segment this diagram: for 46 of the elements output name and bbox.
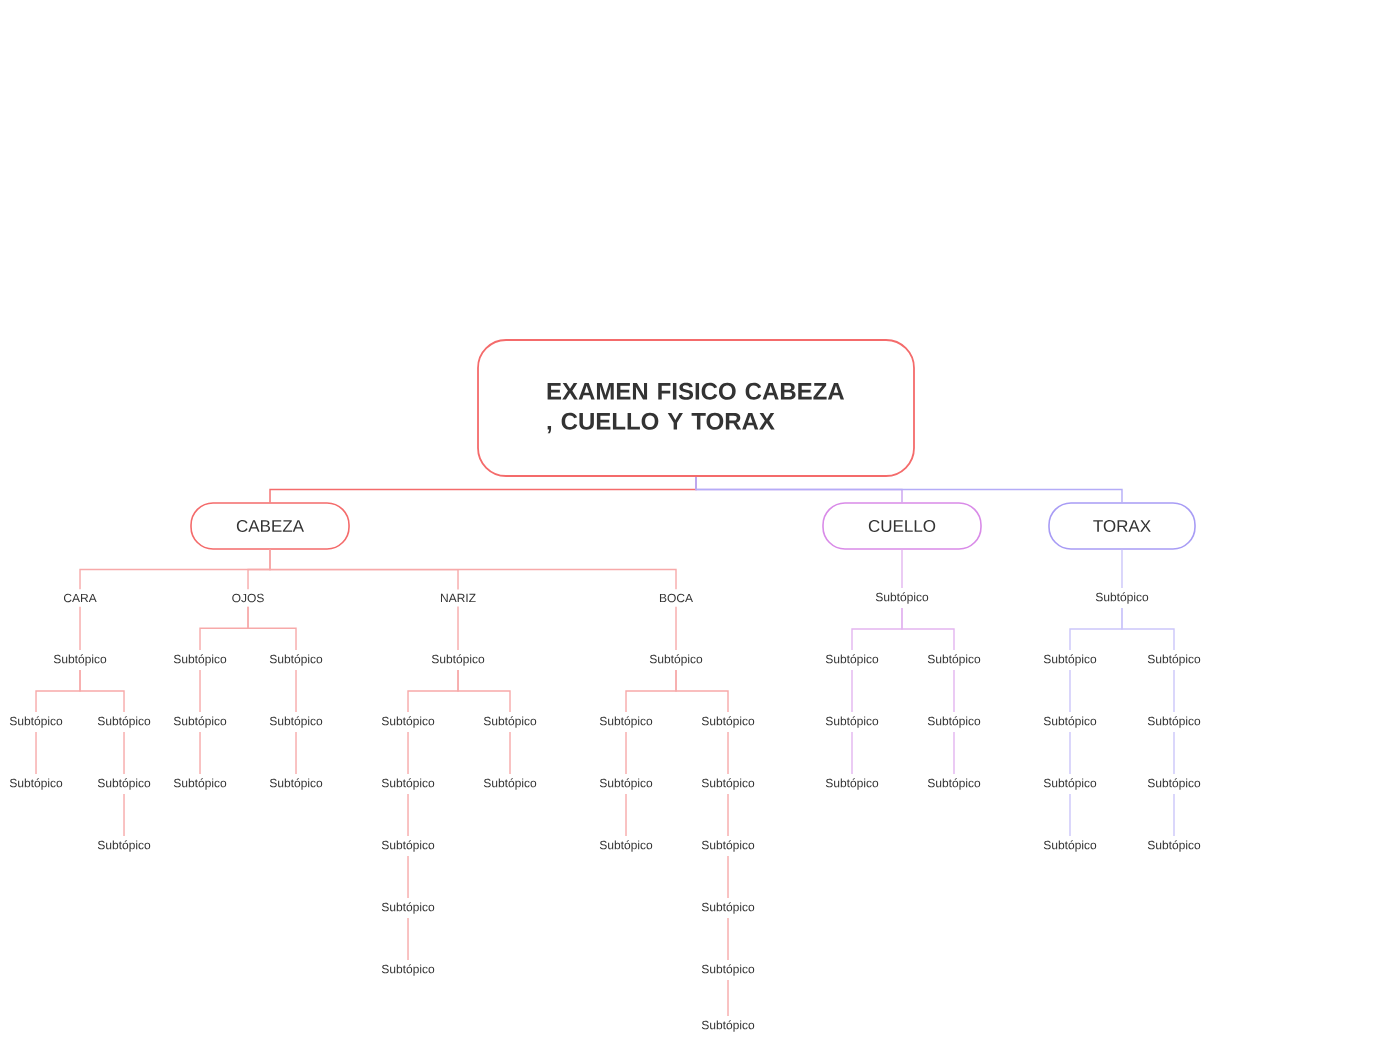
connector-line bbox=[953, 669, 955, 713]
connector-line bbox=[79, 669, 125, 713]
connector-line bbox=[1121, 549, 1123, 589]
connector-line bbox=[407, 731, 409, 775]
connector-line bbox=[79, 605, 81, 651]
connector-line bbox=[407, 793, 409, 837]
connector-line bbox=[295, 731, 297, 775]
connector-line bbox=[457, 605, 459, 651]
connector-line bbox=[407, 855, 409, 899]
subtopic-box: CABEZA bbox=[190, 502, 350, 550]
connector-line bbox=[295, 669, 297, 713]
connector-line bbox=[1121, 607, 1175, 651]
connector-line bbox=[727, 793, 729, 837]
connector-line bbox=[199, 669, 201, 713]
connector-line bbox=[727, 731, 729, 775]
connector-line bbox=[1173, 793, 1175, 837]
connector-line bbox=[625, 793, 627, 837]
connector-line bbox=[407, 917, 409, 961]
connector-line bbox=[35, 731, 37, 775]
connector-line bbox=[727, 979, 729, 1017]
connector-line bbox=[675, 605, 677, 651]
connector-line bbox=[675, 669, 729, 713]
connector-line bbox=[1069, 793, 1071, 837]
connector-line bbox=[953, 731, 955, 775]
connector-line bbox=[509, 731, 511, 775]
connector-line bbox=[457, 669, 511, 713]
topic-box: EXAMEN FISICO CABEZA , CUELLO Y TORAX bbox=[477, 339, 915, 477]
subtopic-box: TORAX bbox=[1048, 502, 1196, 550]
connector-line bbox=[1069, 731, 1071, 775]
subtopic-box: CUELLO bbox=[822, 502, 982, 550]
connector-line bbox=[695, 476, 1123, 503]
connector-line bbox=[901, 549, 903, 589]
connector-line bbox=[1173, 669, 1175, 713]
connector-line bbox=[123, 793, 125, 837]
connector-line bbox=[123, 731, 125, 775]
connector-line bbox=[247, 605, 297, 651]
connector-line bbox=[199, 731, 201, 775]
connector-line bbox=[901, 607, 955, 651]
connector-line bbox=[727, 917, 729, 961]
connector-line bbox=[1173, 731, 1175, 775]
connector-line bbox=[851, 669, 853, 713]
connector-line bbox=[625, 731, 627, 775]
connector-line bbox=[727, 855, 729, 899]
connector-line bbox=[1069, 669, 1071, 713]
connector-line bbox=[269, 549, 677, 591]
connector-line bbox=[851, 731, 853, 775]
